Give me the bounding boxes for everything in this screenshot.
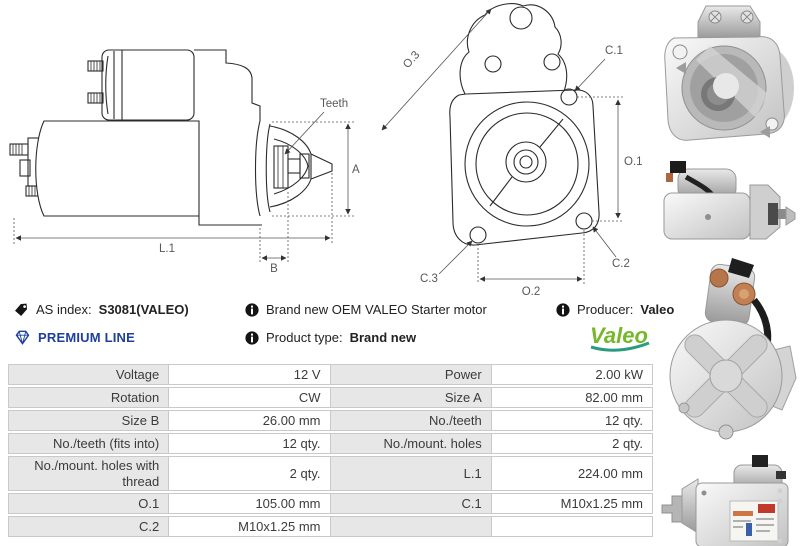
producer-label: Producer: [577, 302, 634, 317]
spec-row: Voltage 12 V Power 2.00 kW [8, 364, 653, 385]
product-type-line: Product type: Brand new [245, 330, 416, 345]
spec-label-cell: C.2 [8, 516, 170, 538]
dim-label-c1: C.1 [605, 45, 623, 57]
premium-line-label: PREMIUM LINE [38, 330, 136, 345]
producer-value: Valeo [640, 302, 675, 317]
spec-label-cell: Rotation [8, 387, 170, 408]
spec-label-cell: Size A [330, 387, 492, 408]
spec-label-cell: Power [330, 364, 492, 385]
spec-value-cell: 12 V [169, 364, 331, 385]
spec-label-cell: No./mount. holes [330, 433, 492, 454]
spec-label-cell: O.1 [8, 493, 170, 515]
dim-label-o3: O.3 [401, 49, 422, 71]
starter-side-view-photo[interactable] [656, 155, 800, 258]
spec-label-cell: No./teeth (fits into) [8, 433, 170, 454]
info-icon [245, 330, 259, 345]
dim-label-l1: L.1 [159, 243, 175, 255]
spec-value-cell: 2 qty. [169, 456, 331, 492]
starter-front-view-photo[interactable] [656, 0, 800, 155]
dim-label-o1: O.1 [624, 156, 643, 168]
product-description-line: Brand new OEM VALEO Starter motor [245, 302, 487, 317]
spec-value-cell: CW [169, 387, 331, 408]
spec-value-cell: 2.00 kW [491, 364, 653, 385]
tag-icon [15, 303, 27, 317]
starter-rear-view-photo[interactable] [656, 258, 800, 453]
spec-value-cell [491, 516, 653, 538]
as-index-line: AS index: S3081(VALEO) [14, 302, 189, 317]
dim-label-b: B [270, 263, 278, 275]
valeo-brand-logo: Valeo [588, 322, 652, 361]
spec-label-cell: L.1 [330, 456, 492, 492]
spec-value-cell: M10x1.25 mm [491, 493, 653, 515]
spec-label-cell [330, 516, 492, 538]
spec-label-cell: Size B [8, 410, 170, 431]
as-index-label: AS index: [36, 302, 92, 317]
spec-value-cell: 12 qty. [169, 433, 331, 454]
info-icon [556, 302, 570, 317]
dim-label-c2: C.2 [612, 258, 630, 270]
product-description: Brand new OEM VALEO Starter motor [266, 302, 487, 317]
spec-value-cell: 12 qty. [491, 410, 653, 431]
dim-label-teeth: Teeth [320, 98, 348, 110]
spec-row: No./teeth (fits into) 12 qty. No./mount.… [8, 433, 653, 454]
dim-label-o2: O.2 [522, 286, 541, 298]
spec-value-cell: 26.00 mm [169, 410, 331, 431]
product-info-strip: AS index: S3081(VALEO) PREMIUM LINE Bran… [0, 296, 674, 362]
spec-value-cell: 82.00 mm [491, 387, 653, 408]
technical-drawing-side-view: Teeth A L.1 B [9, 49, 360, 275]
spec-row: Rotation CW Size A 82.00 mm [8, 387, 653, 408]
spec-table: Voltage 12 V Power 2.00 kW Rotation CW S… [8, 364, 653, 538]
dim-label-c3: C.3 [420, 273, 438, 285]
spec-row: No./mount. holes with thread 2 qty. L.1 … [8, 456, 653, 492]
product-photos-column [656, 0, 800, 546]
spec-label-cell: No./mount. holes with thread [8, 456, 170, 492]
starter-labeled-side-photo[interactable] [656, 453, 800, 546]
technical-drawing-front-view: O.3 C.1 O.1 C.2 C.3 O.2 [381, 3, 643, 298]
diamond-icon [15, 330, 30, 345]
spec-label-cell: Voltage [8, 364, 170, 385]
spec-label-cell: No./teeth [330, 410, 492, 431]
spec-value-cell: 105.00 mm [169, 493, 331, 515]
spec-value-cell: 224.00 mm [491, 456, 653, 492]
spec-row: Size B 26.00 mm No./teeth 12 qty. [8, 410, 653, 431]
spec-label-cell: C.1 [330, 493, 492, 515]
product-type-label: Product type: [266, 330, 343, 345]
product-type-value: Brand new [349, 330, 417, 345]
dim-label-a: A [352, 164, 360, 176]
as-index-value: S3081(VALEO) [98, 302, 189, 317]
info-icon [245, 302, 259, 317]
spec-row: O.1 105.00 mm C.1 M10x1.25 mm [8, 493, 653, 515]
spec-row: C.2 M10x1.25 mm [8, 516, 653, 538]
valeo-logo-text: Valeo [590, 323, 648, 348]
premium-line-badge: PREMIUM LINE [14, 330, 135, 345]
spec-value-cell: M10x1.25 mm [169, 516, 331, 538]
producer-line: Producer: Valeo [556, 302, 674, 317]
spec-value-cell: 2 qty. [491, 433, 653, 454]
